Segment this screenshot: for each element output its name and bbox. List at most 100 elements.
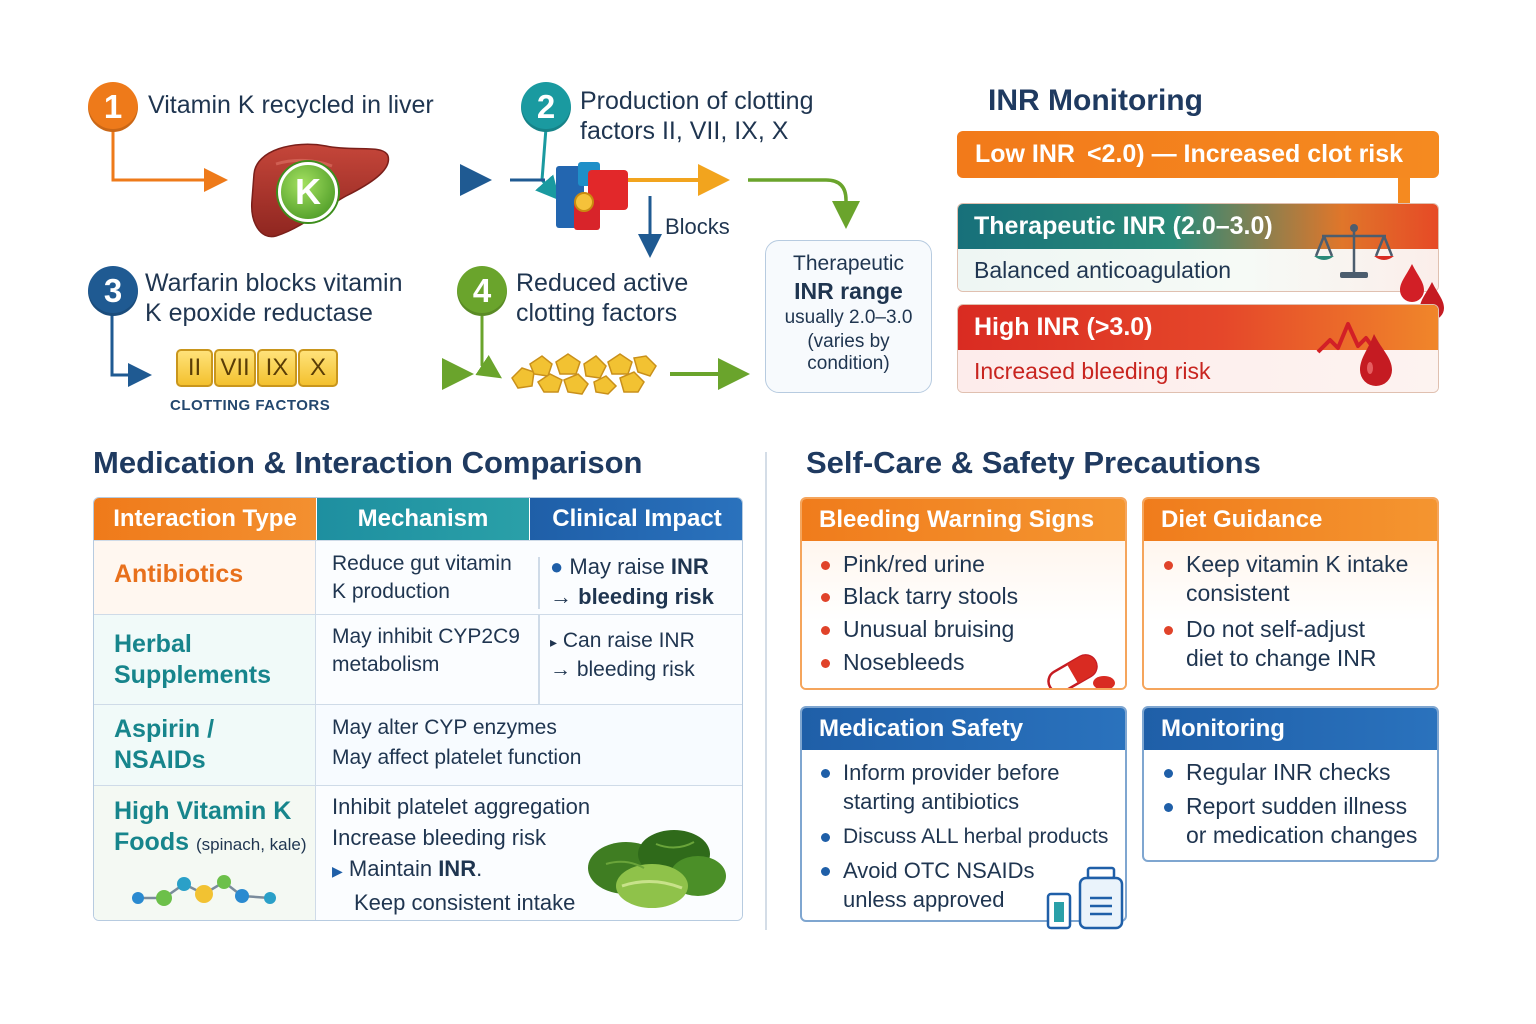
bleeding-warning-card: Bleeding Warning Signs Pink/red urine Bl… xyxy=(800,497,1127,690)
molecule-icon xyxy=(132,875,276,906)
list-item: Regular INR checks xyxy=(1164,758,1391,787)
row-4-mech-line-1: Inhibit platelet aggregation xyxy=(332,794,591,819)
table-header-clinical-impact: Clinical Impact xyxy=(530,498,742,540)
blocks-label: Blocks xyxy=(665,214,730,239)
section-divider xyxy=(765,452,767,930)
row-4-mech-line-3-pre: Maintain xyxy=(348,856,439,881)
medsafety-item-1-line-2: starting antibiotics xyxy=(843,789,1020,814)
row-4-mech-line-3-inr: INR xyxy=(438,856,477,881)
inr-connector xyxy=(1398,178,1410,206)
medicine-bottle-icon xyxy=(1046,866,1124,930)
monitoring-card: Monitoring Regular INR checks Report sud… xyxy=(1142,706,1439,862)
medsafety-item-2: Discuss ALL herbal products xyxy=(843,825,1109,848)
bleeding-item-1: Pink/red urine xyxy=(843,551,985,577)
bleeding-item-3: Unusual bruising xyxy=(843,616,1015,642)
inr-low-banner: Low INR <2.0) — Increased clot risk xyxy=(957,131,1439,178)
vitamin-k-badge: K xyxy=(278,162,338,222)
row-3-mech-line-2: May affect platelet function xyxy=(332,746,582,769)
factor-box-ii: II xyxy=(176,349,213,387)
factor-box-vii: VII xyxy=(214,349,256,387)
row-1-mech-line-2: K production xyxy=(332,580,450,603)
row-2-mech-line-2: metabolism xyxy=(332,653,440,676)
list-item: Unusual bruising xyxy=(821,615,1014,644)
medsafety-item-3-line-2: unless approved xyxy=(843,887,1005,912)
list-item: Nosebleeds xyxy=(821,648,964,677)
monitoring-header: Monitoring xyxy=(1144,708,1437,750)
row-4-mech-line-4: Keep consistent intake xyxy=(354,890,576,915)
row-4-mech-line-3-post: . xyxy=(476,856,483,881)
bleeding-item-2: Black tarry stools xyxy=(843,583,1019,609)
row-1-impact-arrow: → xyxy=(550,584,579,609)
bleeding-warning-header: Bleeding Warning Signs xyxy=(802,499,1125,541)
list-item: Pink/red urine xyxy=(821,550,985,579)
step-1-text: Vitamin K recycled in liver xyxy=(148,91,434,119)
inr-therapeutic-header: Therapeutic INR (2.0–3.0) xyxy=(958,204,1438,249)
row-1-impact-pre: May raise xyxy=(569,554,671,579)
row-2-impact: ▸ Can raise INR → bleeding risk xyxy=(550,629,695,681)
inr-high-card: High INR (>3.0) Increased bleeding risk xyxy=(957,304,1439,393)
row-type-antibiotics: Antibiotics xyxy=(114,560,244,588)
inr-therapeutic-card: Therapeutic INR (2.0–3.0) Balanced antic… xyxy=(957,203,1439,292)
factor-box-ix: IX xyxy=(257,349,297,387)
safety-section-title: Self-Care & Safety Precautions xyxy=(806,445,1261,480)
step-4-line-2: clotting factors xyxy=(516,299,678,327)
diet-guidance-header: Diet Guidance xyxy=(1144,499,1437,541)
row-3-type-line-1: Aspirin / xyxy=(114,715,215,743)
row-1-impact-bleeding: bleeding risk xyxy=(578,584,714,609)
leafy-greens-icon xyxy=(588,830,726,908)
step-4-line-1: Reduced active xyxy=(516,269,689,297)
list-item: Black tarry stools xyxy=(821,582,1018,611)
row-4-type-line-2: Foods xyxy=(114,828,189,856)
row-2-impact-line-2: → bleeding risk xyxy=(550,658,695,681)
row-4-type-line-1: High Vitamin K xyxy=(114,797,292,825)
clotting-factors-caption: CLOTTING FACTORS xyxy=(170,397,331,414)
step-1-badge: 1 xyxy=(88,82,138,132)
row-4-type-note: (spinach, kale) xyxy=(195,835,307,854)
therapeutic-line-5: condition) xyxy=(807,353,890,374)
step-2-badge: 2 xyxy=(521,82,571,132)
therapeutic-line-4: (varies by xyxy=(807,331,890,352)
medication-safety-header: Medication Safety xyxy=(802,708,1125,750)
diet-item-2-line-2: diet to change INR xyxy=(1186,645,1377,671)
therapeutic-range-box: Therapeutic INR range usually 2.0–3.0 (v… xyxy=(765,240,932,393)
therapeutic-line-3: usually 2.0–3.0 xyxy=(784,307,913,328)
monitoring-item-1: Regular INR checks xyxy=(1186,759,1391,785)
diet-item-2-line-1: Do not self-adjust xyxy=(1186,616,1365,642)
pill-icon xyxy=(1047,654,1115,688)
row-4-mechanism: Inhibit platelet aggregation Increase bl… xyxy=(332,794,591,915)
row-4-mech-line-2: Increase bleeding risk xyxy=(332,825,547,850)
table-header-interaction-type: Interaction Type xyxy=(94,498,316,540)
row-1-impact-inr: INR xyxy=(670,554,709,579)
step-3-line-2: K epoxide reductase xyxy=(145,299,373,327)
step-2-line-2: factors II, VII, IX, X xyxy=(580,117,789,145)
table-header-mechanism: Mechanism xyxy=(317,498,529,540)
step-3-badge: 3 xyxy=(88,266,138,316)
bleeding-item-4: Nosebleeds xyxy=(843,649,965,675)
row-type-aspirin: Aspirin /NSAIDs xyxy=(114,714,214,776)
inr-high-body: Increased bleeding risk xyxy=(958,350,1438,392)
list-item: Discuss ALL herbal products xyxy=(821,822,1108,851)
row-type-vitamin-k-foods: High Vitamin K Foods (spinach, kale) xyxy=(114,796,307,860)
list-item: Do not self-adjust diet to change INR xyxy=(1164,615,1377,673)
inr-therapeutic-body: Balanced anticoagulation xyxy=(958,249,1438,291)
step-4-badge: 4 xyxy=(457,266,507,316)
table-row: High Vitamin K Foods (spinach, kale) Inhi… xyxy=(94,785,742,920)
medsafety-item-3-line-1: Avoid OTC NSAIDs xyxy=(843,858,1035,883)
monitoring-item-2-line-2: or medication changes xyxy=(1186,822,1418,848)
inactive-factors-icon xyxy=(511,353,657,395)
high-bleed-icon xyxy=(1316,322,1392,386)
interaction-table: Interaction Type Mechanism Clinical Impa… xyxy=(93,497,743,921)
row-2-type-line-1: Herbal xyxy=(114,630,192,658)
